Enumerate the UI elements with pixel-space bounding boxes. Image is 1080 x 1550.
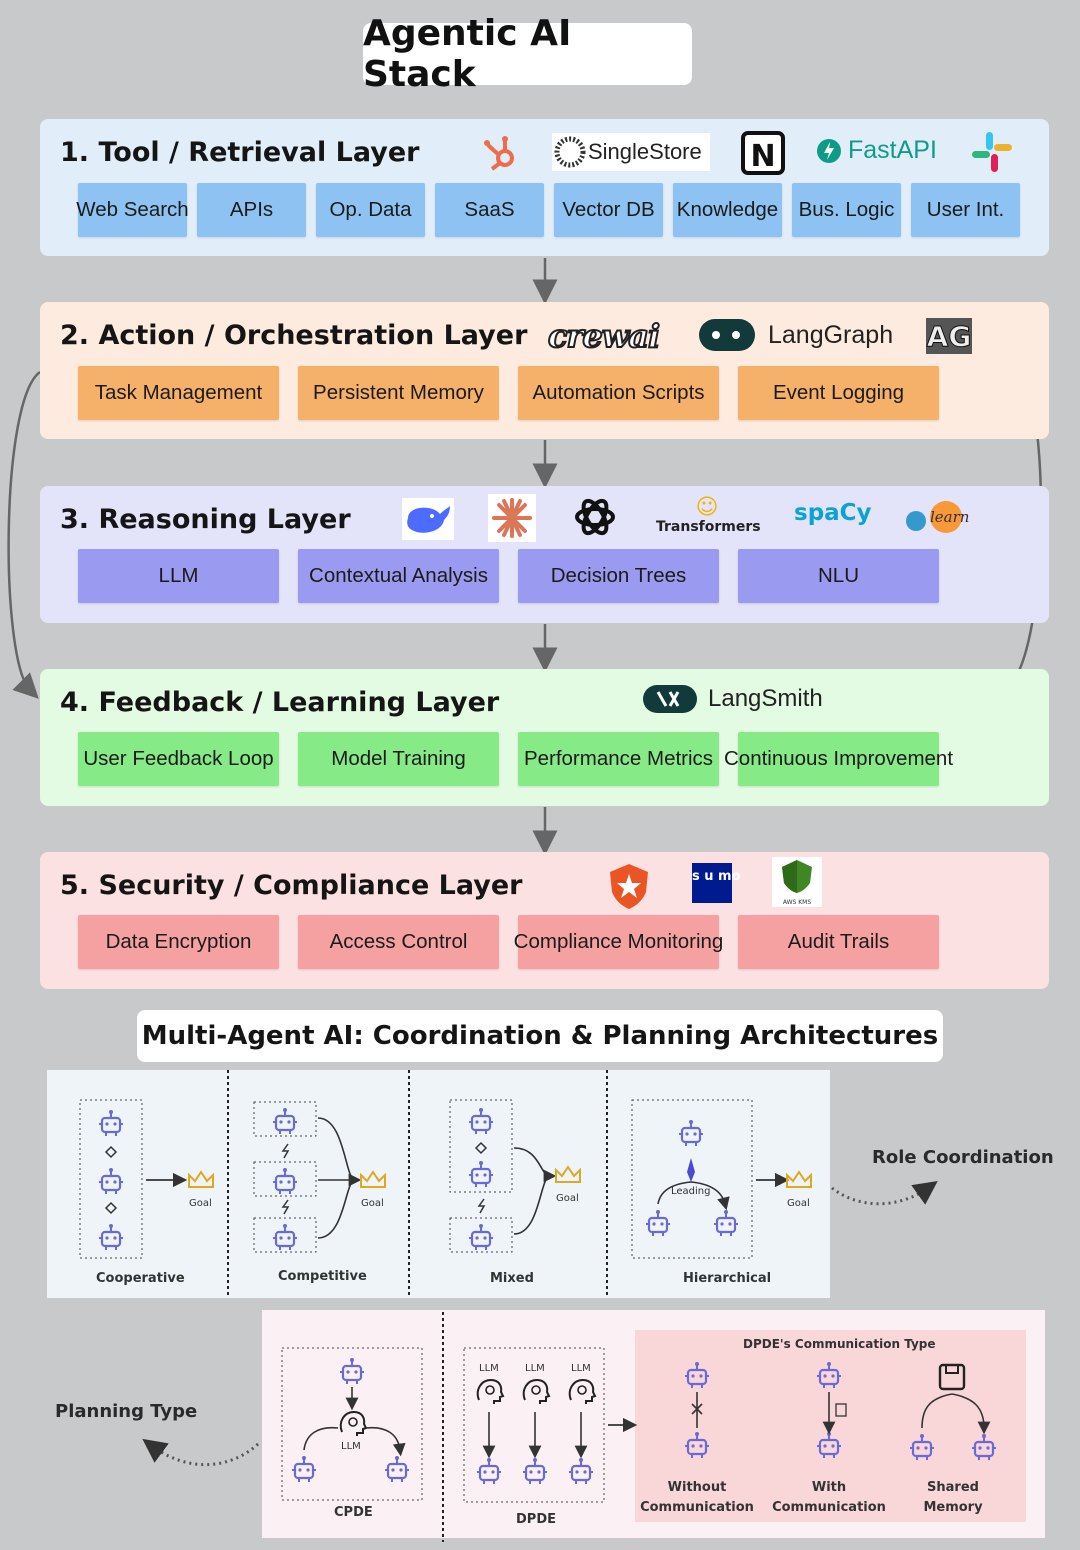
spacy-logo: spaCy (794, 500, 872, 526)
chip-continuous-improvement: Continuous Improvement (724, 732, 953, 786)
chip-apis: APIs (197, 183, 306, 237)
aws-kms-logo: AWS KMS (772, 857, 822, 907)
hugging-face-icon: ☺ (695, 495, 719, 520)
hierarchical-label: Hierarchical (683, 1271, 772, 1286)
sumo-logic-logo: s u mo (692, 863, 741, 903)
fastapi-text: FastAPI (848, 136, 937, 164)
role-coordination-label: Role Coordination (872, 1147, 1054, 1168)
langgraph-text: LangGraph (768, 320, 894, 349)
goal-label: Goal (189, 1198, 212, 1209)
autogen-logo: AG (926, 318, 972, 354)
chip-compliance-monitoring: Compliance Monitoring (514, 915, 723, 969)
chip-data-encryption: Data Encryption (78, 915, 279, 969)
slack-logo-icon (972, 132, 1012, 172)
planning-type-label: Planning Type (55, 1401, 198, 1422)
langchain-parrot-icon (699, 319, 755, 351)
chip-user-feedback-loop: User Feedback Loop (78, 732, 279, 786)
kms-shield-icon (782, 860, 812, 893)
svg-text:N: N (750, 139, 775, 174)
singlestore-icon (554, 136, 586, 168)
fastapi-logo: FastAPI (816, 136, 937, 165)
llm-label: LLM (341, 1441, 361, 1452)
chip-contextual-analysis: Contextual Analysis (298, 549, 499, 603)
chip-op-data: Op. Data (316, 183, 425, 237)
chip-performance-metrics: Performance Metrics (518, 732, 719, 786)
hubspot-logo-icon (484, 136, 514, 171)
chip-model-training: Model Training (298, 732, 499, 786)
scikit-learn-text: learn (930, 508, 970, 526)
auth0-logo-icon (610, 864, 648, 909)
leading-label: Leading (671, 1186, 711, 1197)
chip-knowledge: Knowledge (673, 183, 782, 237)
openai-logo-icon (575, 498, 615, 536)
layer-title: 2. Action / Orchestration Layer (60, 320, 528, 351)
transformers-text: Transformers (656, 519, 761, 535)
layer-title: 4. Feedback / Learning Layer (60, 687, 500, 718)
chip-audit-trails: Audit Trails (738, 915, 939, 969)
fastapi-icon (817, 138, 841, 163)
aws-kms-text: AWS KMS (782, 899, 812, 906)
notion-logo-icon: N (741, 131, 785, 175)
singlestore-logo: SingleStore (552, 133, 710, 171)
deepseek-logo-icon (402, 498, 454, 540)
langsmith-icon (643, 685, 697, 713)
layer-title: 5. Security / Compliance Layer (60, 870, 523, 901)
chip-access-control: Access Control (298, 915, 499, 969)
multi-agent-title: Multi-Agent AI: Coordination & Planning … (137, 1010, 943, 1062)
chip-automation-scripts: Automation Scripts (518, 366, 719, 420)
shared-memory-label: Shared Memory (923, 1480, 983, 1515)
llm-label: LLM (571, 1363, 591, 1374)
scikit-learn-logo: learn (904, 500, 970, 534)
competitive-label: Competitive (278, 1269, 367, 1284)
chip-nlu: NLU (738, 549, 939, 603)
with-communication-label: With Communication (772, 1480, 886, 1515)
goal-label: Goal (361, 1198, 384, 1209)
dpde-comm-title: DPDE's Communication Type (743, 1337, 936, 1351)
mixed-label: Mixed (490, 1271, 534, 1286)
langsmith-logo: LangSmith (642, 684, 823, 714)
layer-title: 3. Reasoning Layer (60, 504, 351, 535)
cpde-label: CPDE (334, 1505, 373, 1520)
chip-task-management: Task Management (78, 366, 279, 420)
chip-web-search: Web Search (76, 183, 189, 237)
chip-bus-logic: Bus. Logic (792, 183, 901, 237)
langsmith-text: LangSmith (708, 685, 823, 712)
chip-event-logging: Event Logging (738, 366, 939, 420)
llm-label: LLM (479, 1363, 499, 1374)
langgraph-logo: LangGraph (698, 318, 893, 352)
llm-label: LLM (525, 1363, 545, 1374)
layer-title: 1. Tool / Retrieval Layer (60, 137, 420, 168)
transformers-logo: ☺ Transformers (656, 495, 761, 536)
multi-agent-diagram (79, 1070, 998, 1542)
claude-logo-icon (488, 494, 536, 542)
without-communication-label: Without Communication (640, 1480, 754, 1515)
cooperative-label: Cooperative (96, 1271, 185, 1286)
scikit-learn-icon (906, 501, 962, 533)
goal-label: Goal (787, 1198, 810, 1209)
goal-label: Goal (556, 1193, 579, 1204)
dpde-label: DPDE (516, 1512, 556, 1527)
singlestore-text: SingleStore (588, 139, 702, 164)
chip-persistent-memory: Persistent Memory (298, 366, 499, 420)
chip-llm: LLM (78, 549, 279, 603)
chip-saas: SaaS (435, 183, 544, 237)
crewai-logo: crewai (547, 316, 661, 356)
chip-user-int: User Int. (911, 183, 1020, 237)
chip-decision-trees: Decision Trees (518, 549, 719, 603)
chip-vector-db: Vector DB (554, 183, 663, 237)
